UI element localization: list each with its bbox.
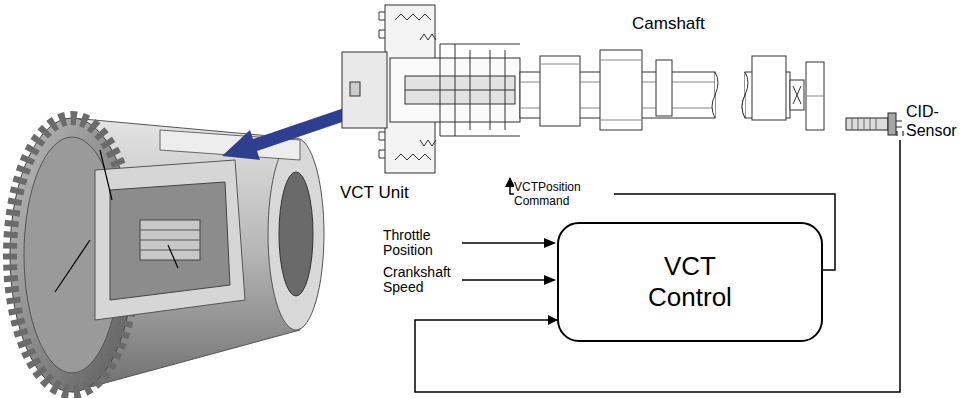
cid-sensor: CID- Sensor — [842, 100, 962, 140]
vct-unit: VCT Unit — [338, 0, 520, 178]
cutaway-illustration — [10, 118, 324, 392]
cid-sensor-drawing — [846, 113, 903, 136]
input-arrows — [462, 238, 556, 285]
node-label: VCT Unit — [340, 183, 409, 203]
camshaft-drawing — [520, 50, 824, 130]
signal-name: Throttle Position — [383, 228, 461, 258]
signal-connector — [415, 140, 900, 392]
edge-label: VCTPosition Command — [514, 180, 614, 208]
node-label: CID- Sensor — [906, 102, 962, 140]
vct-cross-section — [342, 5, 520, 173]
pointer-arrow — [222, 106, 354, 160]
control-box: VCT Control — [557, 222, 823, 342]
signal-name: Crankshaft Speed — [383, 265, 461, 295]
part-name: Camshaft — [632, 14, 705, 34]
node-label: VCT Control — [630, 251, 750, 313]
